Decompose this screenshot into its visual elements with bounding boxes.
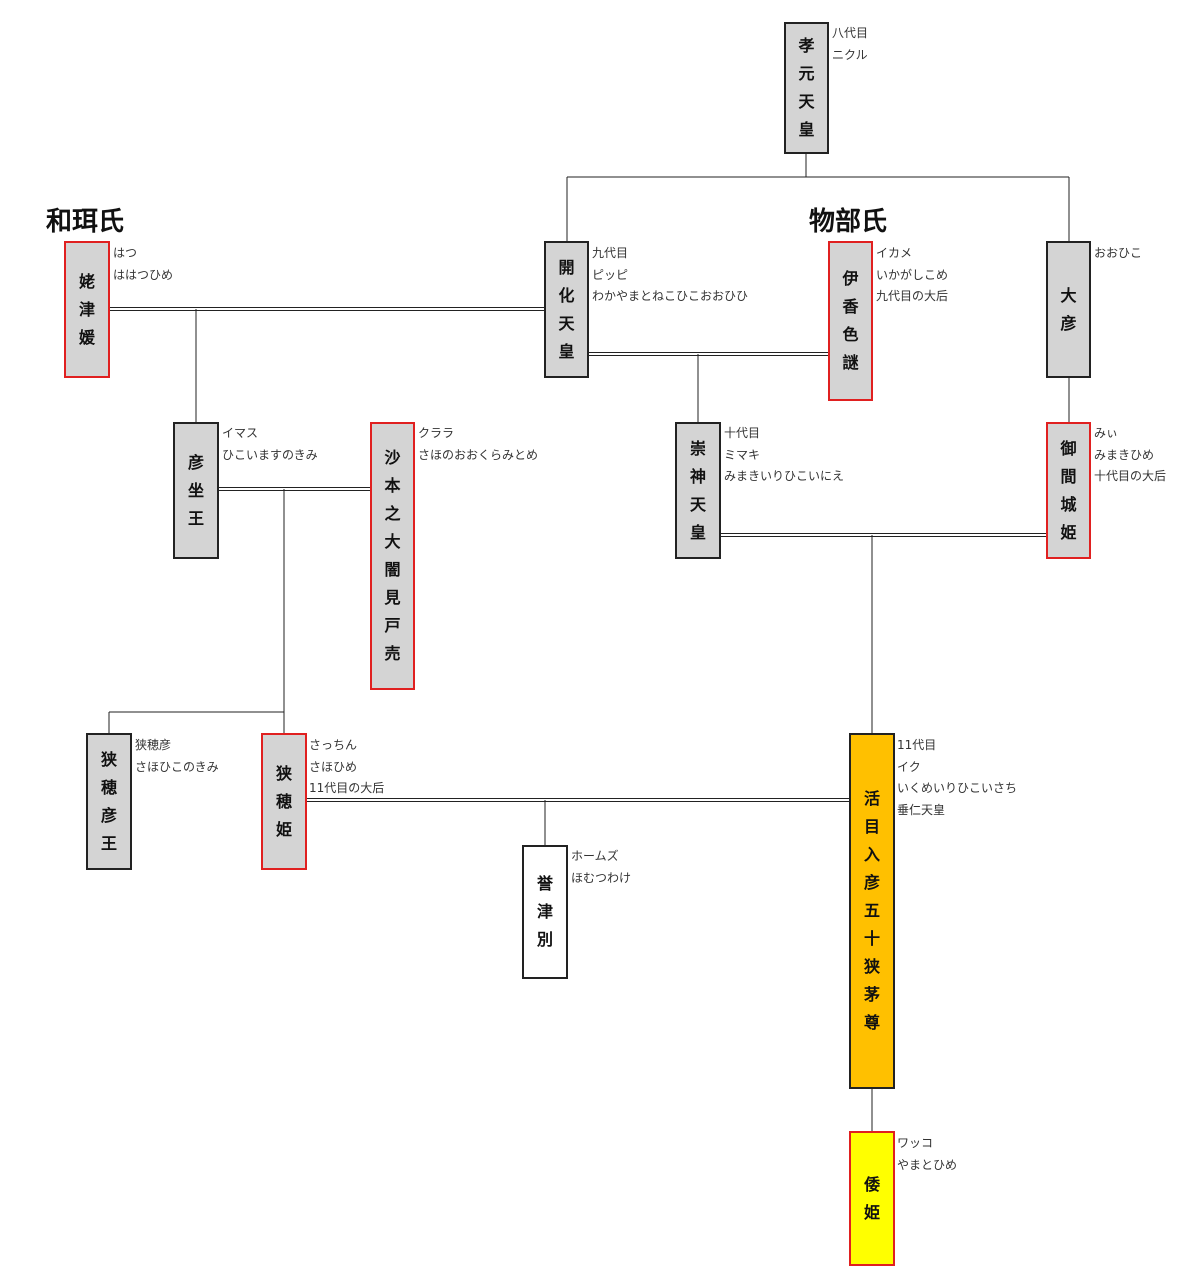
person-notes-hahatsu: はつははつひめ bbox=[113, 243, 173, 286]
person-notes-kaika: 九代目ピッピわかやまとねこひこおおひひ bbox=[592, 243, 748, 308]
person-box-mimaki[interactable]: 御間城姫 bbox=[1046, 422, 1091, 559]
person-note-line: ピッピ bbox=[592, 267, 629, 282]
person-note-line: イカメ bbox=[876, 246, 913, 260]
person-name: 崇神天皇 bbox=[689, 438, 706, 542]
person-box-hahatsu[interactable]: 姥津媛 bbox=[64, 241, 110, 378]
person-box-homutsu[interactable]: 誉津別 bbox=[522, 845, 568, 979]
person-name: 倭姫 bbox=[863, 1174, 880, 1222]
person-note-line: ニクル bbox=[832, 47, 868, 62]
line-kogen-children bbox=[566, 153, 1070, 242]
person-note-line: 九代目の大后 bbox=[876, 289, 949, 303]
person-note-line: クララ bbox=[418, 426, 455, 440]
clan-label-mononobe: 物部氏 bbox=[809, 207, 888, 237]
person-name: 沙本之大闇見戸売 bbox=[384, 448, 401, 663]
person-box-hikoimasu[interactable]: 彦坐王 bbox=[173, 422, 219, 559]
person-notes-sujin: 十代目ミマキみまきいりひこいにえ bbox=[724, 423, 844, 488]
person-name: 孝元天皇 bbox=[798, 36, 815, 139]
person-notes-hikoimasu: イマスひこいますのきみ bbox=[222, 423, 318, 466]
clan-label-wani: 和珥氏 bbox=[46, 207, 125, 237]
person-note-line: みまきいりひこいにえ bbox=[724, 469, 845, 483]
person-note-line: みぃ bbox=[1094, 426, 1119, 440]
person-note-line: ワッコ bbox=[897, 1136, 934, 1150]
person-name: 狭穂彦王 bbox=[100, 749, 117, 853]
person-notes-ohiko: おおひこ bbox=[1094, 243, 1142, 265]
person-name: 彦坐王 bbox=[187, 452, 204, 528]
line-sujin-mimaki bbox=[720, 533, 1047, 537]
line-hahatsu-kaika bbox=[109, 307, 545, 311]
person-name: 伊香色謎 bbox=[842, 269, 859, 372]
person-note-line: 11代目の大后 bbox=[309, 781, 385, 795]
person-box-suinin[interactable]: 活目入彦五十狭茅尊 bbox=[849, 733, 895, 1089]
person-name: 開化天皇 bbox=[558, 257, 575, 361]
person-box-sujin[interactable]: 崇神天皇 bbox=[675, 422, 721, 559]
person-note-line: わかやまとねこひこおおひひ bbox=[592, 289, 749, 303]
person-box-yamato[interactable]: 倭姫 bbox=[849, 1131, 895, 1266]
person-note-line: 垂仁天皇 bbox=[897, 802, 946, 817]
person-name: 姥津媛 bbox=[78, 271, 95, 347]
person-box-ikagashiko[interactable]: 伊香色謎 bbox=[828, 241, 873, 401]
person-note-line: イマス bbox=[222, 426, 259, 440]
person-name: 誉津別 bbox=[536, 874, 553, 949]
person-note-line: 十代目 bbox=[724, 426, 761, 440]
line-hikoimasu-saho bbox=[218, 487, 371, 491]
person-notes-homutsu: ホームズほむつわけ bbox=[571, 846, 631, 889]
person-notes-yamato: ワッコやまとひめ bbox=[897, 1133, 957, 1176]
person-note-line: 九代目 bbox=[592, 246, 629, 260]
person-note-line: ミマキ bbox=[724, 447, 761, 462]
person-note-line: さほのおおくらみとめ bbox=[418, 447, 539, 462]
person-note-line: さほひめ bbox=[309, 759, 358, 774]
person-notes-ikagashiko: イカメいかがしこめ九代目の大后 bbox=[876, 243, 948, 308]
person-note-line: さっちん bbox=[309, 738, 358, 752]
person-note-line: おおひこ bbox=[1094, 246, 1143, 260]
person-notes-suinin: 11代目イクいくめいりひこいさち垂仁天皇 bbox=[897, 735, 1017, 821]
person-note-line: いかがしこめ bbox=[876, 267, 949, 282]
person-note-line: いくめいりひこいさち bbox=[897, 781, 1018, 795]
person-note-line: 狭穂彦 bbox=[135, 738, 172, 752]
person-notes-mimaki: みぃみまきひめ十代目の大后 bbox=[1094, 423, 1166, 488]
person-note-line: ほむつわけ bbox=[571, 870, 632, 885]
person-note-line: 十代目の大后 bbox=[1094, 469, 1167, 483]
person-notes-sahohime: さっちんさほひめ 11代目の大后 bbox=[309, 735, 384, 800]
person-note-line: はつ bbox=[113, 246, 138, 260]
person-name: 狭穂姫 bbox=[275, 763, 292, 839]
person-name: 御間城姫 bbox=[1060, 438, 1077, 542]
person-box-sahohime[interactable]: 狭穂姫 bbox=[261, 733, 307, 870]
person-box-kaika[interactable]: 開化天皇 bbox=[544, 241, 589, 378]
person-note-line: イク bbox=[897, 759, 921, 774]
line-to-saho-children bbox=[108, 489, 285, 735]
person-note-line: 八代目 bbox=[832, 26, 869, 40]
person-notes-sahohiko: 狭穂彦さほひこのきみ bbox=[135, 735, 219, 778]
person-note-line: ホームズ bbox=[571, 849, 619, 863]
line-sahohime-suinin bbox=[306, 798, 850, 802]
person-note-line: みまきひめ bbox=[1094, 447, 1155, 462]
person-box-kogen[interactable]: 孝元天皇 bbox=[784, 22, 829, 154]
person-box-ohiko[interactable]: 大彦 bbox=[1046, 241, 1091, 378]
person-note-line: さほひこのきみ bbox=[135, 759, 219, 774]
person-note-line: ははつひめ bbox=[113, 267, 174, 282]
person-name: 活目入彦五十狭茅尊 bbox=[863, 789, 880, 1032]
person-note-line: ひこいますのきみ bbox=[222, 447, 318, 462]
person-name: 大彦 bbox=[1060, 285, 1077, 333]
person-notes-saho-okura: クララさほのおおくらみとめ bbox=[418, 423, 538, 466]
person-note-line: やまとひめ bbox=[897, 1157, 958, 1172]
person-box-sahohiko[interactable]: 狭穂彦王 bbox=[86, 733, 132, 870]
person-notes-kogen: 八代目ニクル bbox=[832, 23, 868, 66]
person-box-saho-okura[interactable]: 沙本之大闇見戸売 bbox=[370, 422, 415, 690]
person-note-line: 11代目 bbox=[897, 738, 937, 752]
line-kaika-ikagashiko bbox=[589, 352, 829, 356]
